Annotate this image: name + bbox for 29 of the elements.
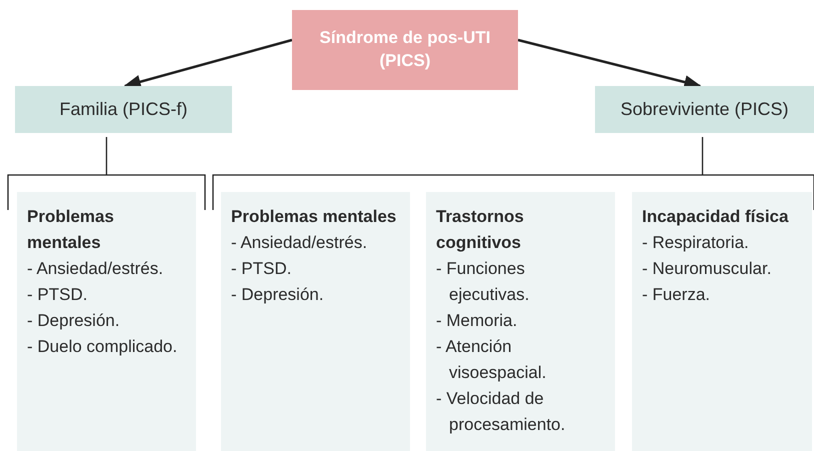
list-item: - Depresión.: [27, 310, 121, 332]
card-heading: Incapacidad física: [642, 206, 790, 228]
list-item: - Duelo complicado.: [27, 336, 178, 358]
list-item: - Depresión.: [231, 284, 325, 306]
info-card: [632, 192, 812, 451]
category-box: [15, 86, 232, 133]
list-item: - Fuerza.: [642, 284, 712, 306]
card-heading: Problemas mentales: [231, 206, 398, 228]
arrow: [123, 38, 292, 89]
card-heading: Problemas mentales: [27, 206, 115, 254]
list-item: - Atención visoespacial.: [436, 336, 548, 384]
connector-line: [702, 137, 704, 175]
title-box: [292, 10, 518, 90]
card-heading: Trastornos cognitivos: [436, 206, 525, 254]
list-item: - Respiratoria.: [642, 232, 750, 254]
list-item: - Velocidad de procesamiento.: [436, 388, 566, 436]
list-item: - Ansiedad/estrés.: [231, 232, 368, 254]
box-label: Síndrome de pos-UTI (PICS): [318, 27, 492, 72]
list-item: - Neuromuscular.: [642, 258, 772, 280]
connector-line: [106, 137, 108, 175]
category-box: [595, 86, 814, 133]
arrow: [518, 38, 702, 89]
list-item: - PTSD.: [231, 258, 292, 280]
box-label: Sobreviviente (PICS): [620, 99, 789, 120]
list-item: - Ansiedad/estrés.: [27, 258, 164, 280]
list-item: - Memoria.: [436, 310, 518, 332]
list-item: - Funciones ejecutivas.: [436, 258, 530, 306]
list-item: - PTSD.: [27, 284, 88, 306]
box-label: Familia (PICS-f): [59, 99, 188, 120]
